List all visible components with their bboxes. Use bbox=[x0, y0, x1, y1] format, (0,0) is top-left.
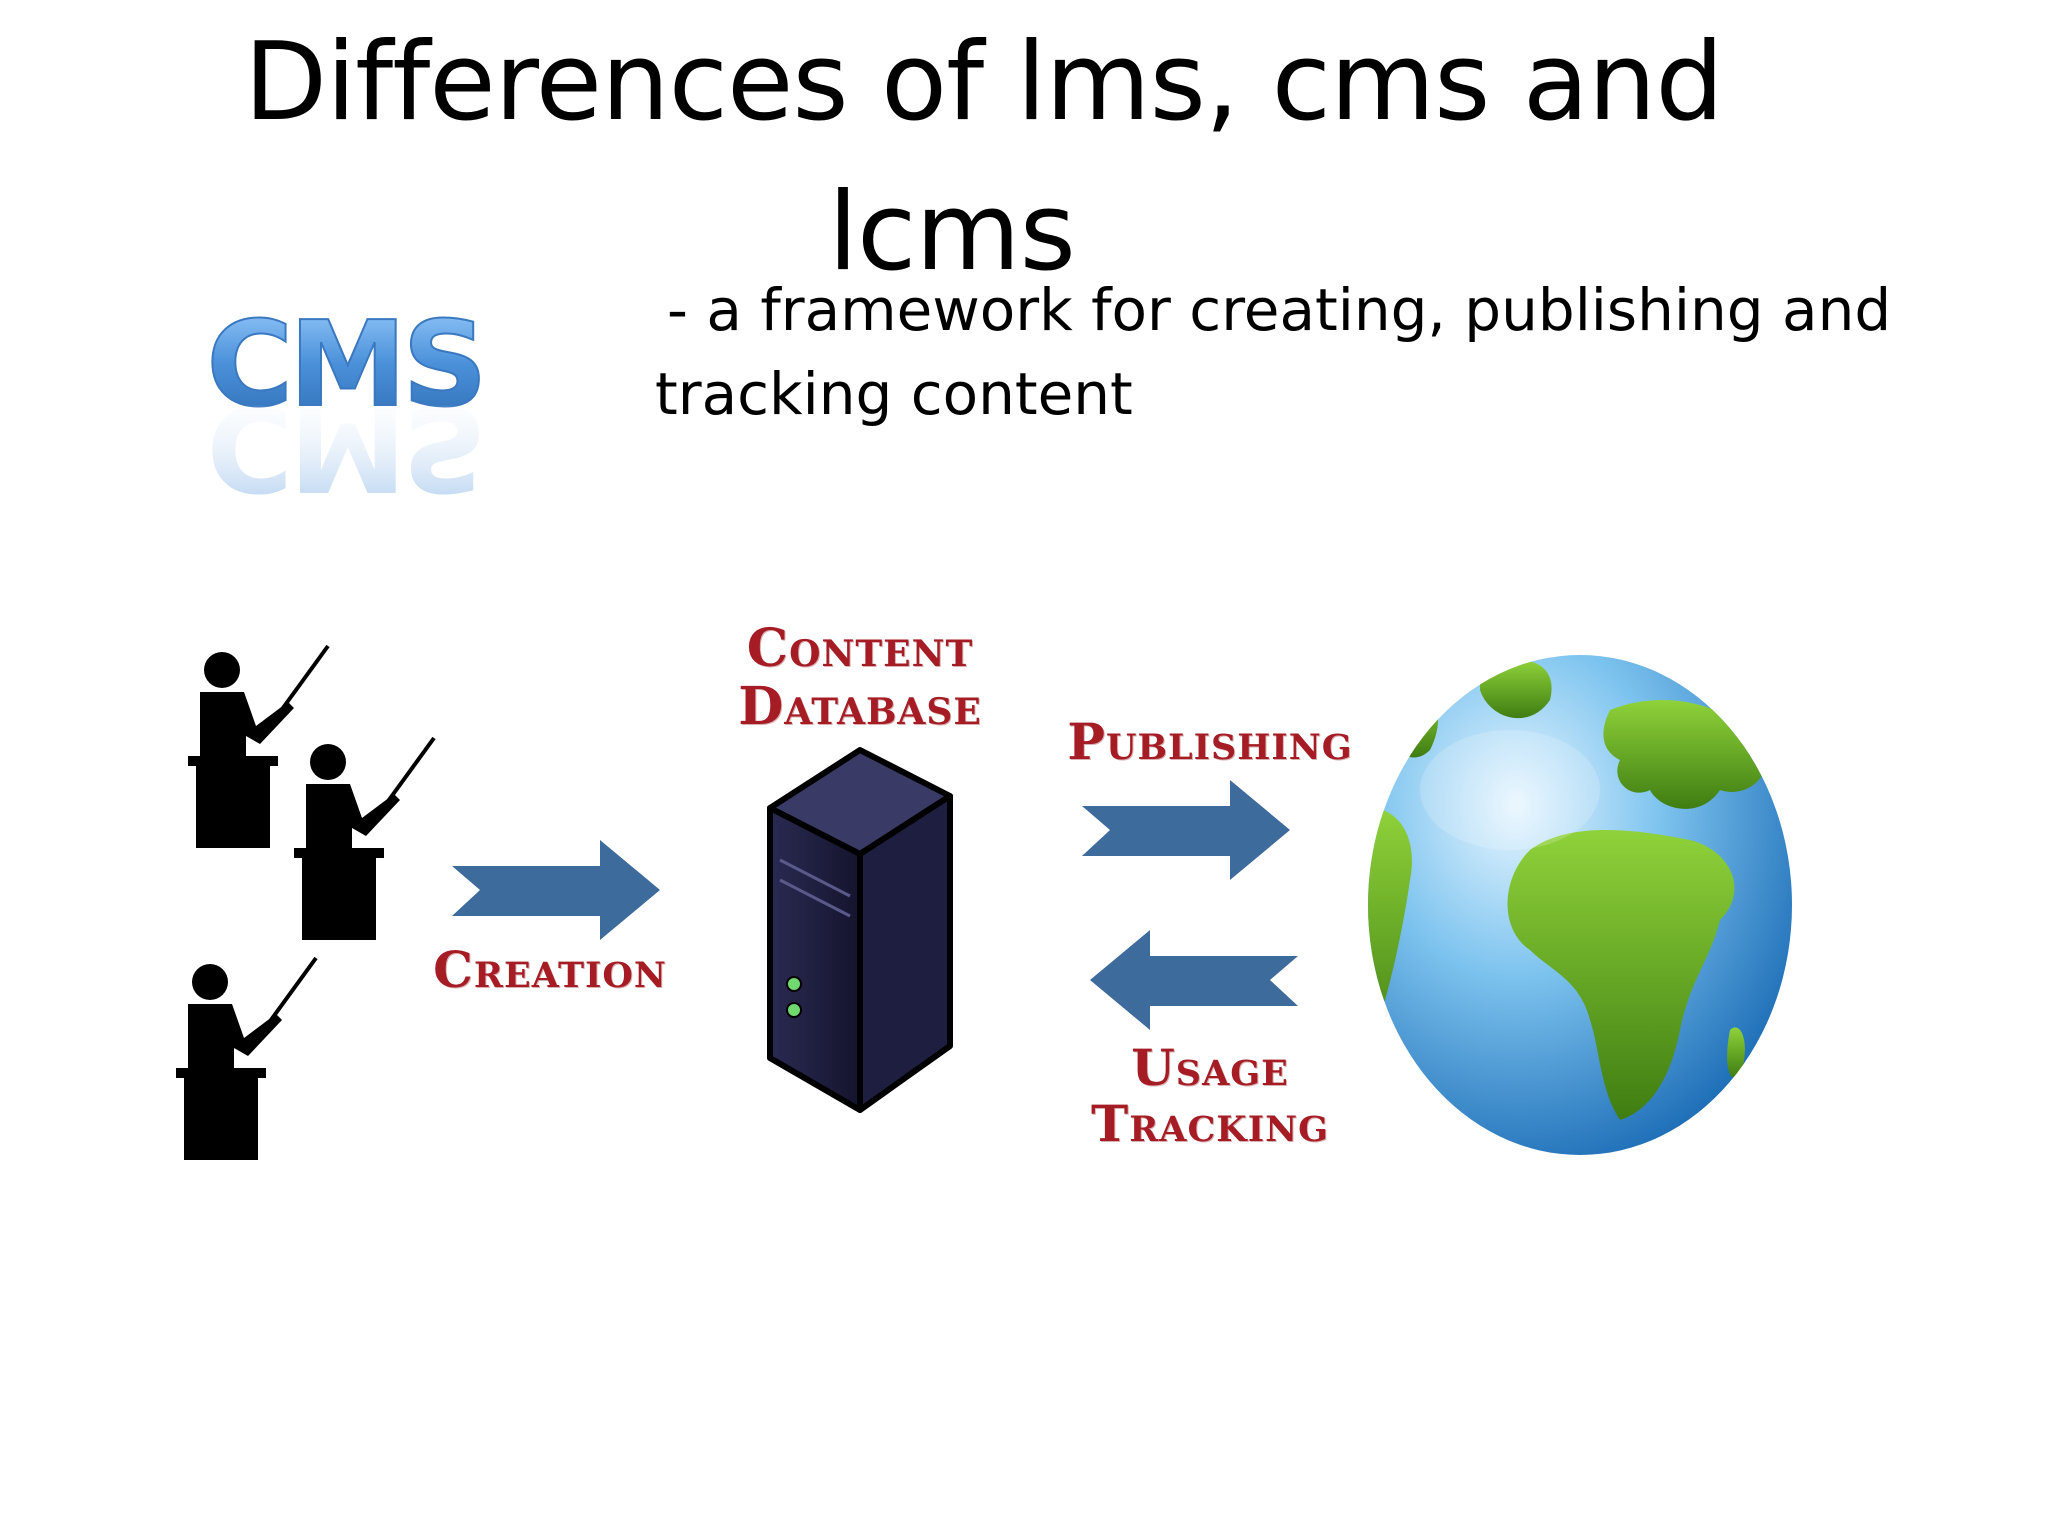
content-database-line-1: Content bbox=[746, 618, 974, 679]
usage-tracking-label: Usage Tracking bbox=[1040, 1040, 1380, 1152]
content-database-line-2: Database bbox=[738, 676, 982, 737]
usage-line-1: Usage bbox=[1131, 1038, 1289, 1097]
title-line-1: Differences of lms, cms and bbox=[244, 20, 1724, 145]
publishing-arrow bbox=[1082, 780, 1290, 880]
usage-tracking-arrow bbox=[1090, 930, 1298, 1030]
teacher-icon bbox=[294, 736, 436, 940]
creation-label: Creation bbox=[433, 940, 667, 999]
server-icon bbox=[767, 747, 953, 1113]
globe-icon bbox=[1368, 655, 1792, 1155]
teacher-icon bbox=[188, 644, 330, 848]
creation-arrow bbox=[452, 840, 660, 940]
content-database-label: Content Database bbox=[730, 620, 990, 736]
svg-text:CMS: CMS bbox=[206, 379, 483, 510]
cms-logo: CMS CMS bbox=[205, 300, 488, 510]
subtitle-line-1: - a framework for creating, publishing a… bbox=[667, 276, 1892, 344]
title-line-2: lcms bbox=[828, 170, 1076, 295]
cms-diagram: Creation Content Database Publishing bbox=[140, 600, 1840, 1220]
svg-text:CMS: CMS bbox=[206, 300, 483, 433]
usage-line-2: Tracking bbox=[1091, 1094, 1329, 1153]
publishing-label: Publishing bbox=[1067, 712, 1353, 771]
teachers-group bbox=[176, 644, 436, 1160]
teacher-icon bbox=[176, 956, 318, 1160]
subtitle-line-2: tracking content bbox=[655, 360, 1133, 428]
